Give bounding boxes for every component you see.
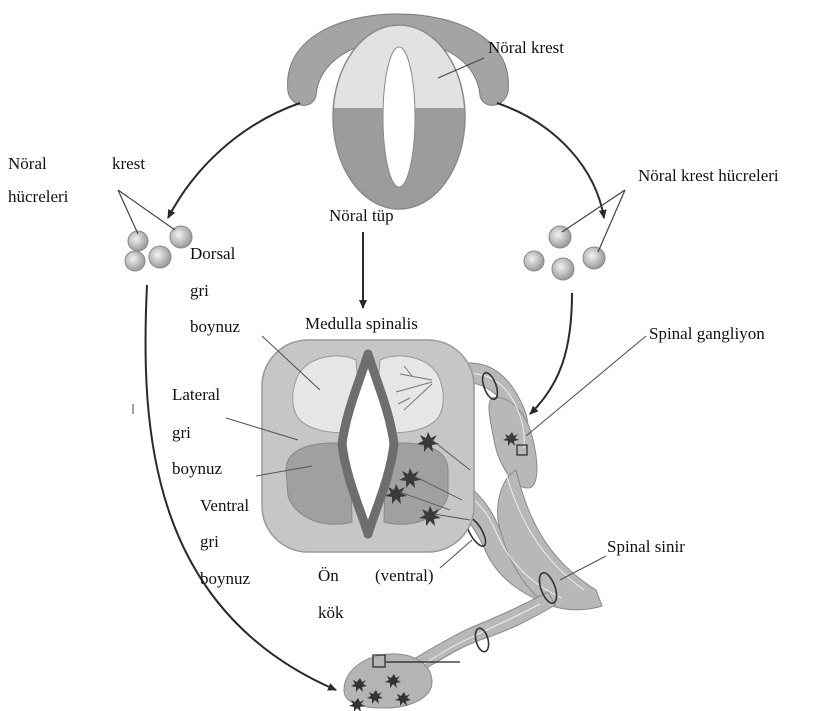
label-noral-krest-hucreleri-left-3: hücreleri <box>8 188 68 205</box>
label-noral-krest-hucreleri-right: Nöral krest hücreleri <box>638 167 779 184</box>
label-lateral-1: Lateral <box>172 386 220 403</box>
label-lateral-3: boynuz <box>172 460 222 477</box>
label-noral-tup: Nöral tüp <box>329 207 394 224</box>
arrow-to-spinal-ganglion <box>530 293 572 414</box>
label-on-kok-ventral: (ventral) <box>375 567 434 584</box>
label-dorsal-1: Dorsal <box>190 245 235 262</box>
label-ventral-2: gri <box>200 533 219 550</box>
label-on-kok-2: kök <box>318 604 344 621</box>
label-dorsal-2: gri <box>190 282 209 299</box>
label-on-kok-1: Ön <box>318 567 339 584</box>
left-crest-cells <box>118 190 192 271</box>
label-lateral-2: gri <box>172 424 191 441</box>
arrow-to-right-cells <box>497 103 604 218</box>
label-spinal-sinir: Spinal sinir <box>607 538 685 555</box>
label-noral-krest-hucreleri-left-2: krest <box>112 155 145 172</box>
label-noral-krest-hucreleri-left-1: Nöral <box>8 155 47 172</box>
label-noral-krest: Nöral krest <box>488 39 564 56</box>
label-dorsal-3: boynuz <box>190 318 240 335</box>
right-crest-cells <box>524 190 625 280</box>
label-ventral-3: boynuz <box>200 570 250 587</box>
label-ventral-1: Ventral <box>200 497 249 514</box>
neural-tube <box>330 25 470 218</box>
label-medulla-spinalis: Medulla spinalis <box>305 315 418 332</box>
label-spinal-gangliyon: Spinal gangliyon <box>649 325 765 342</box>
arrow-to-left-cells <box>168 103 300 218</box>
peripheral-ganglion <box>344 654 460 711</box>
